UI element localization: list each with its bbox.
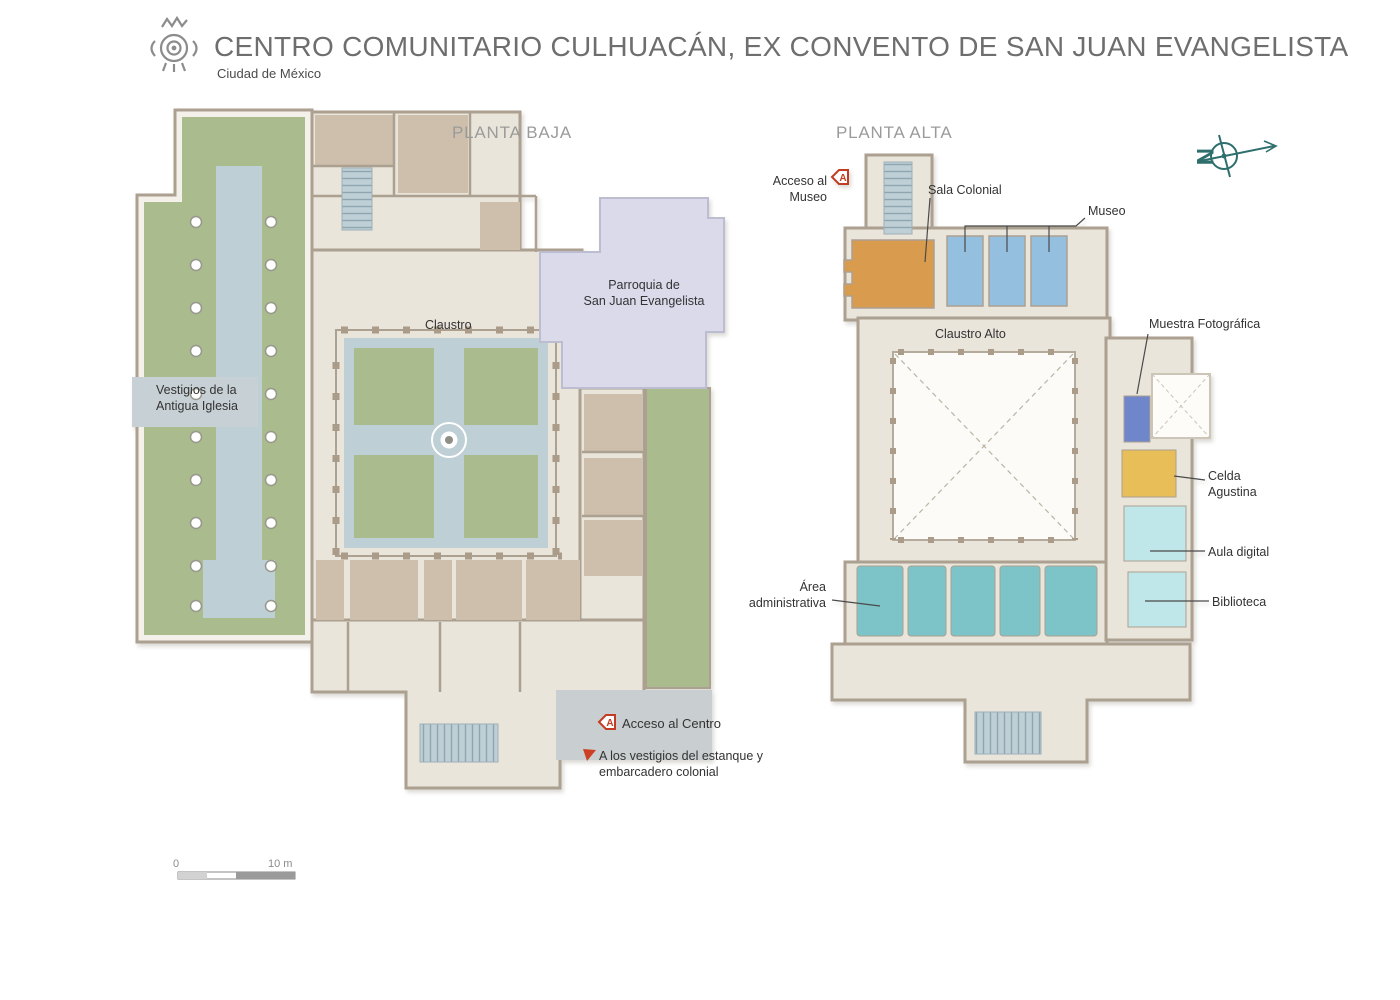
- aula-digital-room: [1123, 505, 1187, 562]
- claustro-courtyard-wall: [335, 329, 557, 557]
- iglesia-columns: [189, 215, 278, 613]
- area-administrativa-rooms: [856, 565, 1098, 637]
- sala-colonial-room: [843, 239, 935, 309]
- biblioteca-room: [1127, 571, 1187, 628]
- label-acceso-museo: Acceso al Museo: [772, 174, 827, 205]
- page-subtitle: Ciudad de México: [217, 66, 322, 81]
- museo-rooms: [946, 235, 1068, 307]
- label-vestigios: Vestigios de la Antigua Iglesia: [156, 383, 239, 414]
- acceso-centro-marker-letter: A: [606, 718, 613, 729]
- scale-end-label: 10 m: [268, 858, 293, 870]
- vestigios-label-band: [132, 377, 258, 427]
- stairs-bottom-alta: [974, 711, 1042, 755]
- convento-bottom-band: [310, 618, 646, 790]
- claustro-alto-cross: [894, 353, 1074, 539]
- estanque-marker-icon: [583, 749, 596, 761]
- parroquia-area: [539, 197, 725, 389]
- label-sala-colonial: Sala Colonial: [928, 183, 1002, 197]
- plan-baja-title: PLANTA BAJA: [452, 123, 572, 142]
- label-nota-estanque: A los vestigios del estanque y embarcade…: [599, 749, 763, 780]
- claustro-garden-quadrants: [354, 348, 538, 538]
- label-aula-digital: Aula digital: [1208, 545, 1270, 559]
- claustro-column-dots: [332, 326, 562, 560]
- celda-agustina-room: [1121, 449, 1177, 498]
- label-parroquia: Parroquia de San Juan Evangelista: [583, 278, 705, 309]
- fountain-center: [445, 436, 453, 444]
- compass-north-letter: N: [1191, 148, 1218, 165]
- alta-bottom-extension: [830, 642, 1192, 764]
- page-title: CENTRO COMUNITARIO CULHUACÁN, EX CONVENT…: [214, 31, 1349, 62]
- alta-terrace-cross: [1151, 373, 1211, 439]
- label-celda-agustina: Celda Agustina: [1208, 469, 1257, 500]
- stairs-top-baja: [341, 167, 373, 231]
- label-area-administrativa: Área administrativa: [748, 580, 826, 611]
- plan-alta-graphic: A: [830, 153, 1211, 764]
- label-claustro: Claustro: [425, 318, 472, 332]
- acceso-centro-marker-icon: A: [597, 714, 616, 730]
- label-acceso-centro: Acceso al Centro: [622, 716, 721, 731]
- label-muestra-fotografica: Muestra Fotográfica: [1149, 317, 1261, 331]
- muestra-fotografica-room: [1123, 395, 1151, 443]
- label-museo: Museo: [1088, 204, 1126, 218]
- scale-start-label: 0: [173, 858, 180, 870]
- acceso-centro-area: [556, 690, 712, 760]
- convento-rooms: [315, 115, 642, 620]
- label-biblioteca: Biblioteca: [1212, 595, 1267, 609]
- leader-lines: [831, 197, 1209, 607]
- claustro-alto-column-dots: [890, 349, 1078, 543]
- acceso-museo-marker-icon: A: [830, 169, 849, 185]
- stairs-top-alta: [883, 161, 913, 235]
- plan-baja-graphic: A: [132, 108, 725, 790]
- label-claustro-alto: Claustro Alto: [935, 327, 1006, 341]
- scale-bar: [177, 871, 296, 880]
- culhuacan-glyph-icon: [150, 15, 198, 72]
- plan-alta-title: PLANTA ALTA: [836, 123, 953, 142]
- stairs-bottom-baja: [419, 723, 499, 763]
- acceso-museo-marker-letter: A: [839, 173, 846, 184]
- compass-icon: N: [1191, 134, 1278, 178]
- east-garden-strip: [645, 387, 711, 689]
- iglesia-nave-apse: [203, 560, 275, 618]
